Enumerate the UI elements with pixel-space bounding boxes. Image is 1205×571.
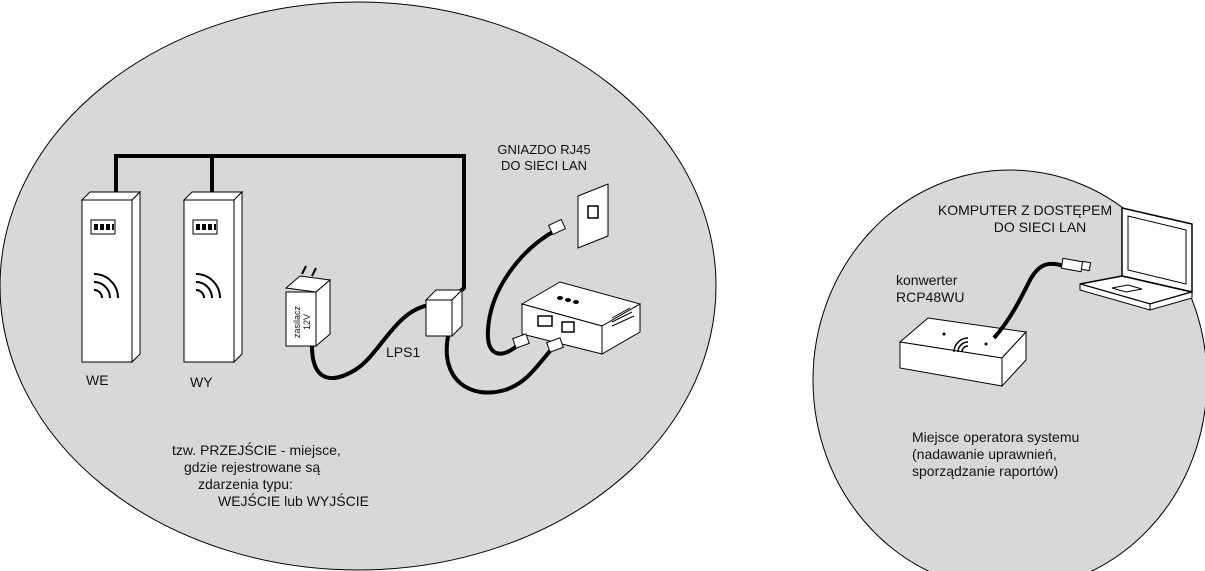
rj45-socket-label-line1: GNIAZDO RJ45 — [497, 142, 591, 157]
converter-rfid-icon — [953, 337, 969, 353]
reader-we-rfid-icon — [93, 273, 119, 299]
lan-socket-cable — [485, 228, 557, 356]
passage-zone-circle — [0, 1, 717, 571]
passage-description-line3: zdarzenia typu: — [198, 476, 293, 492]
passage-description: tzw. PRZEJŚCIE - miejsce, gdzie rejestro… — [172, 442, 369, 510]
switch-plug-2 — [546, 337, 564, 353]
computer-label-line1: KOMPUTER Z DOSTĘPEM — [937, 202, 1113, 218]
reader-wy-device — [182, 190, 244, 364]
rj45-socket-label-line2: DO SIECI LAN — [501, 158, 587, 173]
rj45-socket-label: GNIAZDO RJ45 DO SIECI LAN — [484, 142, 604, 174]
power-cable — [310, 303, 431, 380]
converter-label-line1: konwerter — [896, 272, 958, 288]
reader-we-display — [94, 224, 114, 230]
computer-label-line2: DO SIECI LAN — [993, 219, 1087, 235]
network-switch-device — [520, 281, 642, 355]
operator-description-line3: sporządzanie raportów) — [912, 463, 1059, 479]
power-supply-label-line2: 12V — [302, 313, 312, 330]
lps1-label: LPS1 — [386, 344, 421, 360]
rj45-plug — [547, 218, 567, 236]
usb-cable — [992, 261, 1065, 340]
reader-wy-rfid-icon — [195, 273, 221, 299]
reader-wy-label: WY — [190, 374, 213, 390]
computer-label: KOMPUTER Z DOSTĘPEM DO SIECI LAN — [930, 202, 1120, 236]
converter-label: konwerter RCP48WU — [896, 272, 964, 306]
power-supply-device — [284, 265, 332, 348]
passage-description-line1: tzw. PRZEJŚCIE - miejsce, — [172, 442, 341, 458]
converter-label-line2: RCP48WU — [896, 289, 965, 305]
passage-description-line2: gdzie rejestrowane są — [184, 459, 321, 475]
lps-to-switch-cable — [444, 335, 557, 395]
usb-plug — [1060, 257, 1092, 273]
passage-description-line4: WEJŚCIE lub WYJŚCIE — [218, 493, 369, 509]
operator-description: Miejsce operatora systemu (nadawanie upr… — [912, 429, 1079, 480]
rj45-wall-socket — [577, 183, 609, 249]
switch-plug-1 — [512, 333, 530, 349]
reader-wy-display — [196, 224, 216, 230]
operator-description-line1: Miejsce operatora systemu — [912, 429, 1080, 445]
operator-description-line2: (nadawanie uprawnień, — [912, 446, 1057, 462]
reader-we-device — [80, 190, 142, 364]
power-supply-label-line1: zasilacz — [292, 305, 302, 338]
converter-device — [898, 317, 1028, 388]
laptop-icon — [1079, 207, 1193, 311]
reader-we-label: WE — [86, 372, 109, 388]
lps1-device — [424, 288, 464, 338]
